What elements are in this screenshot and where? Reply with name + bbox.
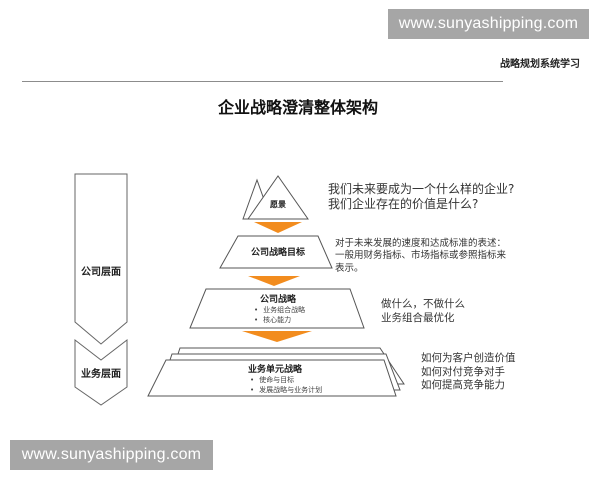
description-line: 如何对付竞争对手 — [421, 365, 505, 378]
corporate-strategy-bullets: 业务组合战略 核心能力 — [254, 305, 305, 325]
business-level-label: 业务层面 — [81, 369, 121, 380]
goal-label: 公司战略目标 — [250, 248, 305, 258]
description-line: 对于未来发展的速度和达成标准的表述： — [335, 238, 507, 249]
description-line: 如何为客户创造价值 — [421, 352, 516, 364]
vision-shape — [247, 175, 309, 220]
corporate-level-label: 公司层面 — [81, 267, 121, 278]
business-unit-strategy-description: 如何为客户创造价值 如何对付竞争对手 如何提高竞争能力 — [421, 352, 516, 393]
goal-description: 对于未来发展的速度和达成标准的表述： 一般用财务指标、市场指标或参照指标来 表示… — [335, 238, 506, 275]
bullet-item: 业务组合战略 — [254, 305, 305, 315]
header-divider — [22, 81, 503, 82]
watermark-bottom: www.sunyashipping.com — [10, 440, 213, 470]
vision-label: 愿景 — [270, 200, 286, 209]
description-line: 业务组合最优化 — [381, 312, 455, 325]
business-unit-strategy-label: 业务单元战略 — [247, 365, 302, 375]
flow-arrow-icon — [242, 331, 312, 342]
description-line: 我们未来要成为一个什么样的企业? — [328, 182, 515, 196]
business-level-arrow — [74, 338, 128, 406]
description-line: 如何提高竞争能力 — [421, 379, 505, 392]
bullet-item: 使命与目标 — [250, 375, 322, 385]
corporate-level-arrow — [74, 173, 128, 345]
flow-arrow-icon — [254, 222, 302, 233]
description-line: 一般用财务指标、市场指标或参照指标来 — [335, 250, 507, 262]
page-title: 企业战略澄清整体架构 — [0, 94, 600, 118]
watermark-top: www.sunyashipping.com — [388, 9, 589, 39]
description-line: 表示。 — [335, 262, 364, 274]
description-line: 做什么，不做什么 — [381, 298, 465, 310]
flow-arrow-icon — [248, 276, 300, 286]
bullet-item: 核心能力 — [254, 315, 305, 325]
corporate-strategy-label: 公司战略 — [259, 295, 296, 305]
business-unit-strategy-bullets: 使命与目标 发展战略与业务计划 — [250, 375, 322, 395]
corporate-strategy-description: 做什么，不做什么 业务组合最优化 — [381, 297, 465, 325]
bullet-item: 发展战略与业务计划 — [250, 385, 322, 395]
description-line: 我们企业存在的价值是什么? — [328, 197, 479, 211]
goal-trapezoid — [219, 235, 333, 269]
vision-description: 我们未来要成为一个什么样的企业? 我们企业存在的价值是什么? — [328, 182, 514, 212]
header-tag: 战略规划系统学习 — [500, 59, 580, 70]
page-title-text: 企业战略澄清整体架构 — [217, 98, 378, 117]
